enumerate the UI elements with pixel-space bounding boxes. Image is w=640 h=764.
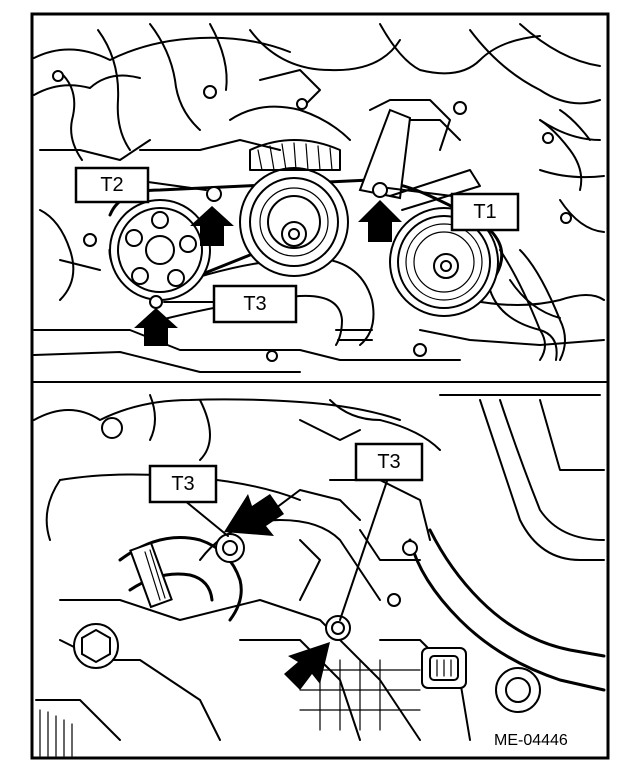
label-t3-lower-left-text: T3 xyxy=(171,473,194,495)
label-t1: T1 xyxy=(387,187,520,232)
tensioner-assembly xyxy=(149,108,481,309)
arrow-lower-right xyxy=(284,642,330,690)
label-t3-lower-right: T3 xyxy=(339,442,424,621)
water-pump-pulley xyxy=(109,199,211,301)
engine-lower-linework xyxy=(33,394,606,757)
lower-panel: T3 T3 ME-04446 xyxy=(33,394,606,757)
idler-pulley xyxy=(389,207,499,317)
arrow-upper-left xyxy=(190,206,234,246)
alternator-pulley xyxy=(239,139,349,277)
arrow-upper-right xyxy=(358,200,402,242)
arrow-upper-bottom xyxy=(134,308,178,346)
figure-frame xyxy=(30,12,610,760)
upper-panel: T2 T1 T3 xyxy=(33,23,605,373)
label-t3-upper-text: T3 xyxy=(243,293,266,315)
label-t3-lower-left: T3 xyxy=(148,464,229,537)
figure-id: ME-04446 xyxy=(494,732,568,749)
label-t2: T2 xyxy=(74,166,207,204)
label-t1-text: T1 xyxy=(473,201,496,223)
label-t2-text: T2 xyxy=(100,174,123,196)
label-t3-upper: T3 xyxy=(163,284,298,324)
label-t3-lower-right-text: T3 xyxy=(377,451,400,473)
arrow-lower-left xyxy=(224,494,284,536)
